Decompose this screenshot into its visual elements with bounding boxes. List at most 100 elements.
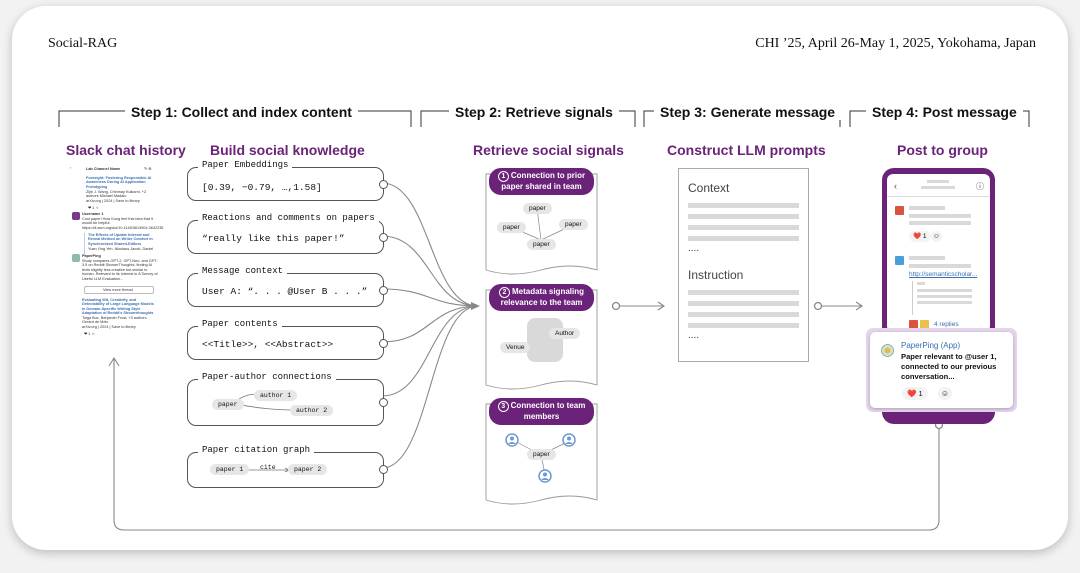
knowledge-citation-graph: Paper citation graph paper 1 cite paper … xyxy=(187,445,388,488)
chevron-left-icon: ‹ xyxy=(70,166,72,170)
reply-avatar xyxy=(920,320,929,329)
edit-icon: ✎ ⊕ xyxy=(144,167,152,171)
paperping-message: Paper relevant to @user 1, connected to … xyxy=(901,352,997,381)
add-reaction-icon[interactable]: ☺ xyxy=(938,387,952,400)
text-placeholder xyxy=(688,214,799,219)
step-3-label: Step 3: Generate message xyxy=(654,104,842,120)
text-placeholder xyxy=(688,236,799,241)
slack-item-meta-2: Yuan Ying Yeh, Nikolaus Jacob, Daniel xyxy=(88,247,154,251)
avatar xyxy=(895,206,904,215)
knowledge-value: “really like this paper!” xyxy=(202,233,345,244)
quote-bar xyxy=(84,233,85,255)
knowledge-value: [0.39, −0.79, …,1.58] xyxy=(202,182,322,193)
knowledge-author-connections: Paper-author connections paper author 1 … xyxy=(187,372,388,426)
text-placeholder xyxy=(909,264,971,268)
knowledge-title: Paper-author connections xyxy=(198,372,336,382)
back-icon[interactable]: ‹ xyxy=(894,181,897,191)
paperping-popup: PaperPing (App) Paper relevant to @user … xyxy=(870,332,1013,408)
connector-knob xyxy=(379,339,388,348)
text-placeholder xyxy=(909,206,945,210)
subhead-knowledge: Build social knowledge xyxy=(210,142,365,158)
add-reaction-icon[interactable]: ☺ xyxy=(931,231,942,242)
phone-screen: ‹ ⓘ ❤️ 1 ☺ http://semanticscholar... 4 r… xyxy=(887,174,990,332)
replies-link[interactable]: 4 replies xyxy=(934,321,959,328)
signal-number: 2 xyxy=(498,287,510,298)
knowledge-value: User A: “. . . @User B . . .” xyxy=(202,286,368,297)
header-left: Social-RAG xyxy=(48,36,118,51)
signal-node: paper xyxy=(523,203,552,214)
signal-label: Connection to team members xyxy=(510,401,586,421)
signal-label: Connection to prior paper shared in team xyxy=(501,171,586,191)
knowledge-title: Paper citation graph xyxy=(198,445,315,455)
info-icon[interactable]: ⓘ xyxy=(976,182,984,191)
signal-node: Author xyxy=(549,328,581,339)
slack-item-sub: arXiv.org | 2024 | Save to library xyxy=(86,199,140,203)
signal-number: 3 xyxy=(497,401,509,412)
text-placeholder xyxy=(688,203,799,208)
subhead-prompts: Construct LLM prompts xyxy=(667,142,826,158)
signal-node: paper xyxy=(497,222,526,233)
text-placeholder xyxy=(917,282,925,285)
step-1-label: Step 1: Collect and index content xyxy=(125,104,358,120)
connector-knob xyxy=(379,286,388,295)
graph-node: paper 2 xyxy=(288,464,328,475)
view-more-button[interactable]: View more thread xyxy=(84,286,154,294)
prompt-ellipsis: .... xyxy=(688,330,700,341)
divider xyxy=(887,196,990,197)
text-placeholder xyxy=(909,256,945,260)
title-placeholder xyxy=(927,180,949,183)
user-icon xyxy=(505,433,519,447)
knowledge-paper-contents: Paper contents <<Title>>, <<Abstract>> xyxy=(187,319,388,360)
knowledge-value: <<Title>>, <<Abstract>> xyxy=(202,339,334,350)
subhead-slack: Slack chat history xyxy=(66,142,186,158)
knowledge-title: Message context xyxy=(198,266,288,276)
text-placeholder xyxy=(688,290,799,295)
slack-message: Cool paper! How Kong feel this idea that… xyxy=(82,217,164,230)
signal-label: Metadata signaling relevance to the team xyxy=(500,287,584,307)
signal-node: paper xyxy=(527,239,556,250)
reaction-count: 1 xyxy=(918,389,923,398)
prompt-context-label: Context xyxy=(688,181,730,195)
graph-node: paper xyxy=(212,399,244,410)
slack-item-title: Foresight: Fostering Responsible AI Awar… xyxy=(86,176,152,189)
reaction-icon: ❤ 1 ☺ xyxy=(88,206,100,210)
text-placeholder xyxy=(688,225,799,230)
avatar xyxy=(72,212,80,220)
user-icon xyxy=(538,469,552,483)
reaction-count: 1 xyxy=(922,233,927,240)
reaction-chip[interactable]: ❤️ 1 xyxy=(902,387,928,400)
heart-icon: ❤️ xyxy=(913,233,922,240)
paper-link[interactable]: http://semanticscholar... xyxy=(909,271,978,278)
paperping-app-icon xyxy=(881,344,894,357)
connector-knob xyxy=(379,180,388,189)
slack-user-2: PaperPing xyxy=(82,254,101,258)
user-icon xyxy=(562,433,576,447)
llm-prompt-doc: Context .... Instruction .... xyxy=(678,168,809,362)
step-4-label: Step 4: Post message xyxy=(866,104,1023,120)
graph-node: paper 1 xyxy=(210,464,250,475)
slack-channel-name: Lab Channel Name xyxy=(86,167,121,171)
signal-number: 1 xyxy=(497,171,509,182)
slack-item-meta-3: Tolga Buz, Benjamin Frost, +3 authors Ge… xyxy=(82,316,147,325)
knowledge-message-context: Message context User A: “. . . @User B .… xyxy=(187,266,388,307)
quote-bar xyxy=(912,281,913,315)
text-placeholder xyxy=(909,221,971,225)
graph-edge-label: cite xyxy=(260,464,276,471)
paperping-avatar xyxy=(72,254,80,262)
signal-node: paper xyxy=(559,219,588,230)
text-placeholder xyxy=(917,295,972,298)
text-placeholder xyxy=(917,289,972,292)
reaction-chip[interactable]: ❤️ 1 xyxy=(909,231,931,242)
text-placeholder xyxy=(909,214,971,218)
graph-node: author 1 xyxy=(254,390,298,401)
connector-knob xyxy=(379,465,388,474)
prompt-instruction-label: Instruction xyxy=(688,268,744,282)
slack-item-title-3: Evaluating Wit, Creativity, and Detectab… xyxy=(82,298,154,316)
reply-avatar xyxy=(909,320,918,329)
signal-node: paper xyxy=(527,449,556,460)
slack-message-2: Study compares GPT-2, GPT-Neo, and GPT-3… xyxy=(82,259,158,281)
knowledge-embeddings: Paper Embeddings [0.39, −0.79, …,1.58] xyxy=(187,160,388,201)
